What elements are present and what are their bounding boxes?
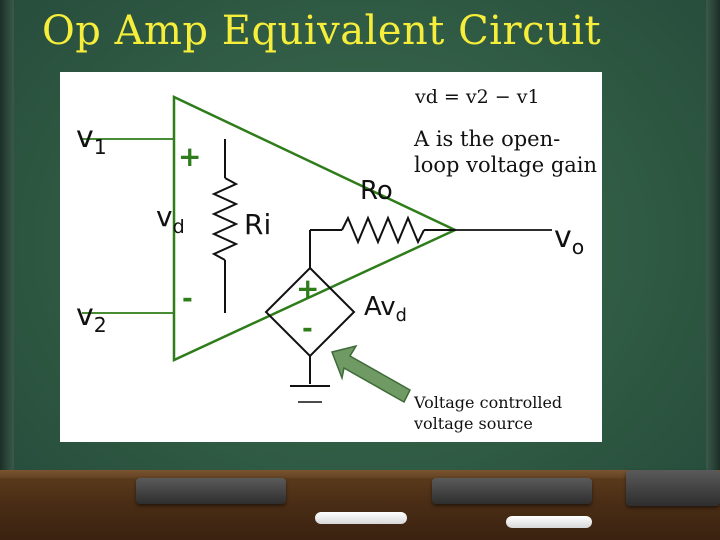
chalk-stick-left [315,512,407,524]
avd-label: Avd [364,292,407,327]
vd-equation: vd = v2 − v1 [415,86,540,108]
input-minus-sign: - [182,284,193,314]
pointer-arrow [330,344,411,404]
source-plus-sign: + [296,272,320,305]
chalk-stick-right [506,516,592,528]
eraser-middle [432,478,592,504]
chalk-ledge-top [0,470,720,480]
input-plus-sign: + [178,140,202,173]
circuit-diagram [82,95,552,404]
vo-label: vo [554,220,585,260]
board-frame-right [706,0,720,540]
open-loop-gain-note: A is the open-loop voltage gain [414,127,598,177]
eraser-left [136,478,286,504]
v1-label: v1 [76,120,107,160]
board-frame-left [0,0,14,540]
source-minus-sign: - [302,314,313,344]
vcvs-note: Voltage controlled voltage source [414,393,563,433]
v2-label: v2 [76,298,107,338]
ro-label: Ro [360,176,393,206]
chalk-ledge [0,478,720,540]
circuit-panel: vd = v2 − v1 A is the open-loop voltage … [60,72,602,442]
ro-resistor [341,215,425,245]
eraser-right [626,470,720,506]
ri-resistor [211,177,239,261]
ri-label: Ri [244,208,272,241]
vd-label: vd [156,200,185,238]
slide-title: Op Amp Equivalent Circuit [42,8,602,54]
op-amp-triangle [172,95,458,362]
